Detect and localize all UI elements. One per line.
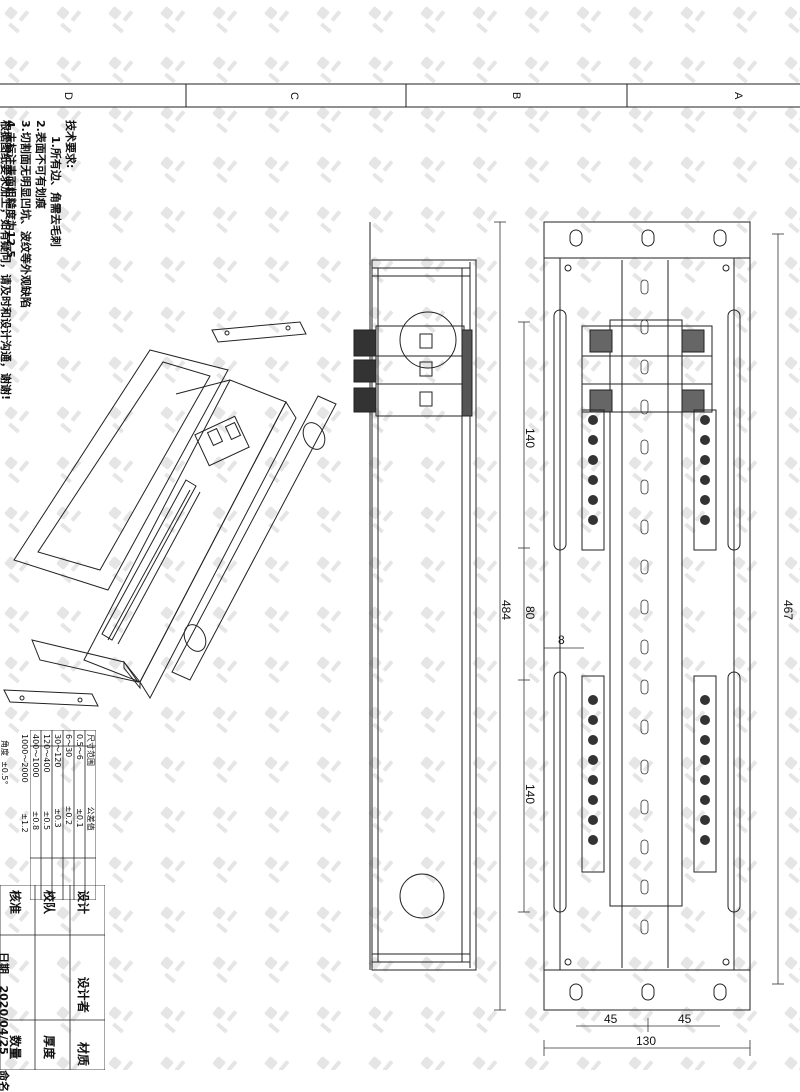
tol-header-range: 尺寸范围 (86, 734, 95, 766)
dim-140-upper: 140 (523, 428, 537, 449)
tb-design: 设计 (76, 890, 90, 915)
note-item: 1.所有边、角需去毛刺 (49, 136, 62, 247)
tol-value: ±0.8 (31, 810, 40, 831)
tb-designer: 设计者 (76, 976, 90, 1013)
technical-drawing (0, 83, 800, 1056)
angle-label: 角度 (0, 740, 9, 756)
title-block-frame (0, 885, 105, 1070)
tb-partial: 命名 (0, 1070, 10, 1092)
angle-value: ±0.5° (0, 761, 9, 785)
zone-label-b: B (510, 92, 522, 100)
tol-range: 6～30 (64, 734, 73, 758)
title-block: 设计 设计者 材质 校队 厚度 核准 数量 (0, 890, 100, 1066)
isometric-exploded-view (3, 321, 337, 707)
tb-thickness: 厚度 (42, 1035, 56, 1060)
tolerance-table-frame (30, 730, 96, 900)
side-view (353, 222, 477, 971)
tol-value: ±1.2 (20, 813, 29, 833)
tol-value: ±0.1 (75, 808, 84, 828)
tb-date-label: 日期 (0, 952, 10, 974)
tolerance-table: 尺寸范围 公差值 0.5～6 ±0.1 6～30 ±0.2 30～120 ±0.… (19, 734, 96, 833)
tol-range: 400～1000 (31, 734, 40, 778)
zone-label-c: C (288, 92, 300, 100)
tol-value: ±0.3 (53, 808, 62, 828)
dim-45-right: 45 (678, 1012, 692, 1026)
zone-label-a: A (732, 92, 744, 100)
tb-approve: 核准 (8, 890, 22, 915)
dim-467: 467 (781, 600, 795, 621)
tol-range: 120～400 (42, 734, 51, 773)
notes-footer: 根据图纸要求加工，如有疑问，请及时和设计沟通，谢谢! (0, 120, 12, 401)
tb-date-row: 日期 2020/04/25 命名 (0, 952, 12, 1092)
zone-label-d: D (62, 92, 74, 100)
note-item: 2.表面不可有划痕 (34, 120, 47, 209)
notes-title: 技术要求: (64, 120, 77, 169)
front-view (543, 221, 751, 1011)
tol-value: ±0.2 (64, 805, 73, 826)
angle-tolerance: 角度 ±0.5° (0, 740, 10, 785)
dim-45-left: 45 (604, 1012, 618, 1026)
dim-130: 130 (636, 1034, 657, 1048)
tol-range: 0.5～6 (75, 734, 84, 760)
dim-484: 484 (499, 600, 513, 621)
tol-header-value: 公差值 (86, 806, 95, 831)
tol-value: ±0.5 (42, 810, 51, 831)
note-item: 3.切割面无明显凹坑、波纹等外观缺陷 (19, 120, 32, 308)
dim-8: 8 (558, 633, 565, 647)
tb-date-value: 2020/04/25 (0, 985, 10, 1055)
dimension-lines (494, 221, 784, 1056)
rail-holes (640, 279, 649, 935)
dim-80: 80 (523, 606, 537, 620)
tb-proofread: 校队 (42, 890, 56, 915)
terminal-screws (588, 415, 710, 845)
dim-140-lower: 140 (523, 784, 537, 805)
tb-material: 材质 (76, 1041, 90, 1066)
tol-range: 1000～2000 (20, 734, 29, 783)
technical-notes: 技术要求: 1.所有边、角需去毛刺 2.表面不可有划痕 3.切割面无明显凹坑、波… (3, 120, 78, 308)
tol-range: 30～120 (53, 734, 62, 768)
